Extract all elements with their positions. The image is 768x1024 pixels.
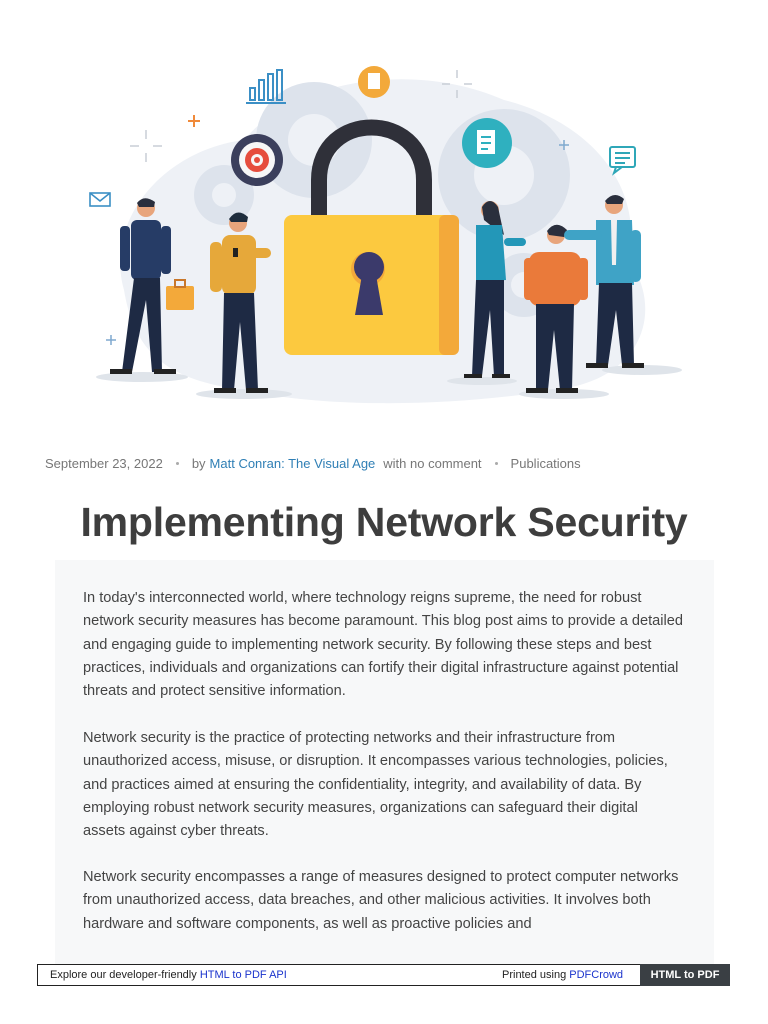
by-prefix: by <box>191 455 206 471</box>
paragraph-intro: In today's interconnected world, where t… <box>83 590 684 700</box>
woman-teal-top <box>464 201 526 378</box>
html-to-pdf-api-link[interactable]: HTML to PDF API <box>199 969 287 981</box>
person-light-blue-blazer <box>564 194 644 368</box>
paragraph-definition: Network security is the practice of prot… <box>83 730 668 840</box>
post-meta: September 23, 2022 by Matt Conran: The V… <box>45 455 581 471</box>
footer-printed-text: Printed using <box>502 969 570 981</box>
person-orange-sweater <box>524 224 588 393</box>
footer-explore: Explore our developer-friendly HTML to P… <box>50 969 287 981</box>
envelope-icon <box>89 192 111 207</box>
bar-chart-icon <box>246 69 286 104</box>
person-with-phone <box>210 212 271 393</box>
keyhole-icon <box>351 252 385 315</box>
footer-printed: Printed using PDFCrowd <box>502 969 623 981</box>
footer-explore-text: Explore our developer-friendly <box>50 969 200 981</box>
category-link[interactable]: Publications <box>510 455 581 471</box>
author-link[interactable]: Matt Conran: The Visual Age <box>209 455 376 471</box>
pdfcrowd-footer: Explore our developer-friendly HTML to P… <box>37 964 730 986</box>
separator-dot <box>175 461 179 465</box>
chat-bubble-icon <box>609 146 636 176</box>
target-icon <box>231 134 283 186</box>
padlock-shackle <box>311 119 432 220</box>
article-title: Implementing Network Security <box>80 499 688 545</box>
separator-dot <box>494 461 498 465</box>
article-content: In today's interconnected world, where t… <box>55 560 714 964</box>
html-to-pdf-button[interactable]: HTML to PDF <box>640 964 730 986</box>
person-with-briefcase <box>110 198 194 374</box>
note-badge-icon <box>462 118 512 168</box>
pdfcrowd-link[interactable]: PDFCrowd <box>569 969 624 981</box>
hero-illustration <box>84 60 688 406</box>
paragraph-measures: Network security encompasses a range of … <box>83 869 679 932</box>
comment-count: with no comment <box>383 455 482 471</box>
post-date: September 23, 2022 <box>45 455 163 471</box>
